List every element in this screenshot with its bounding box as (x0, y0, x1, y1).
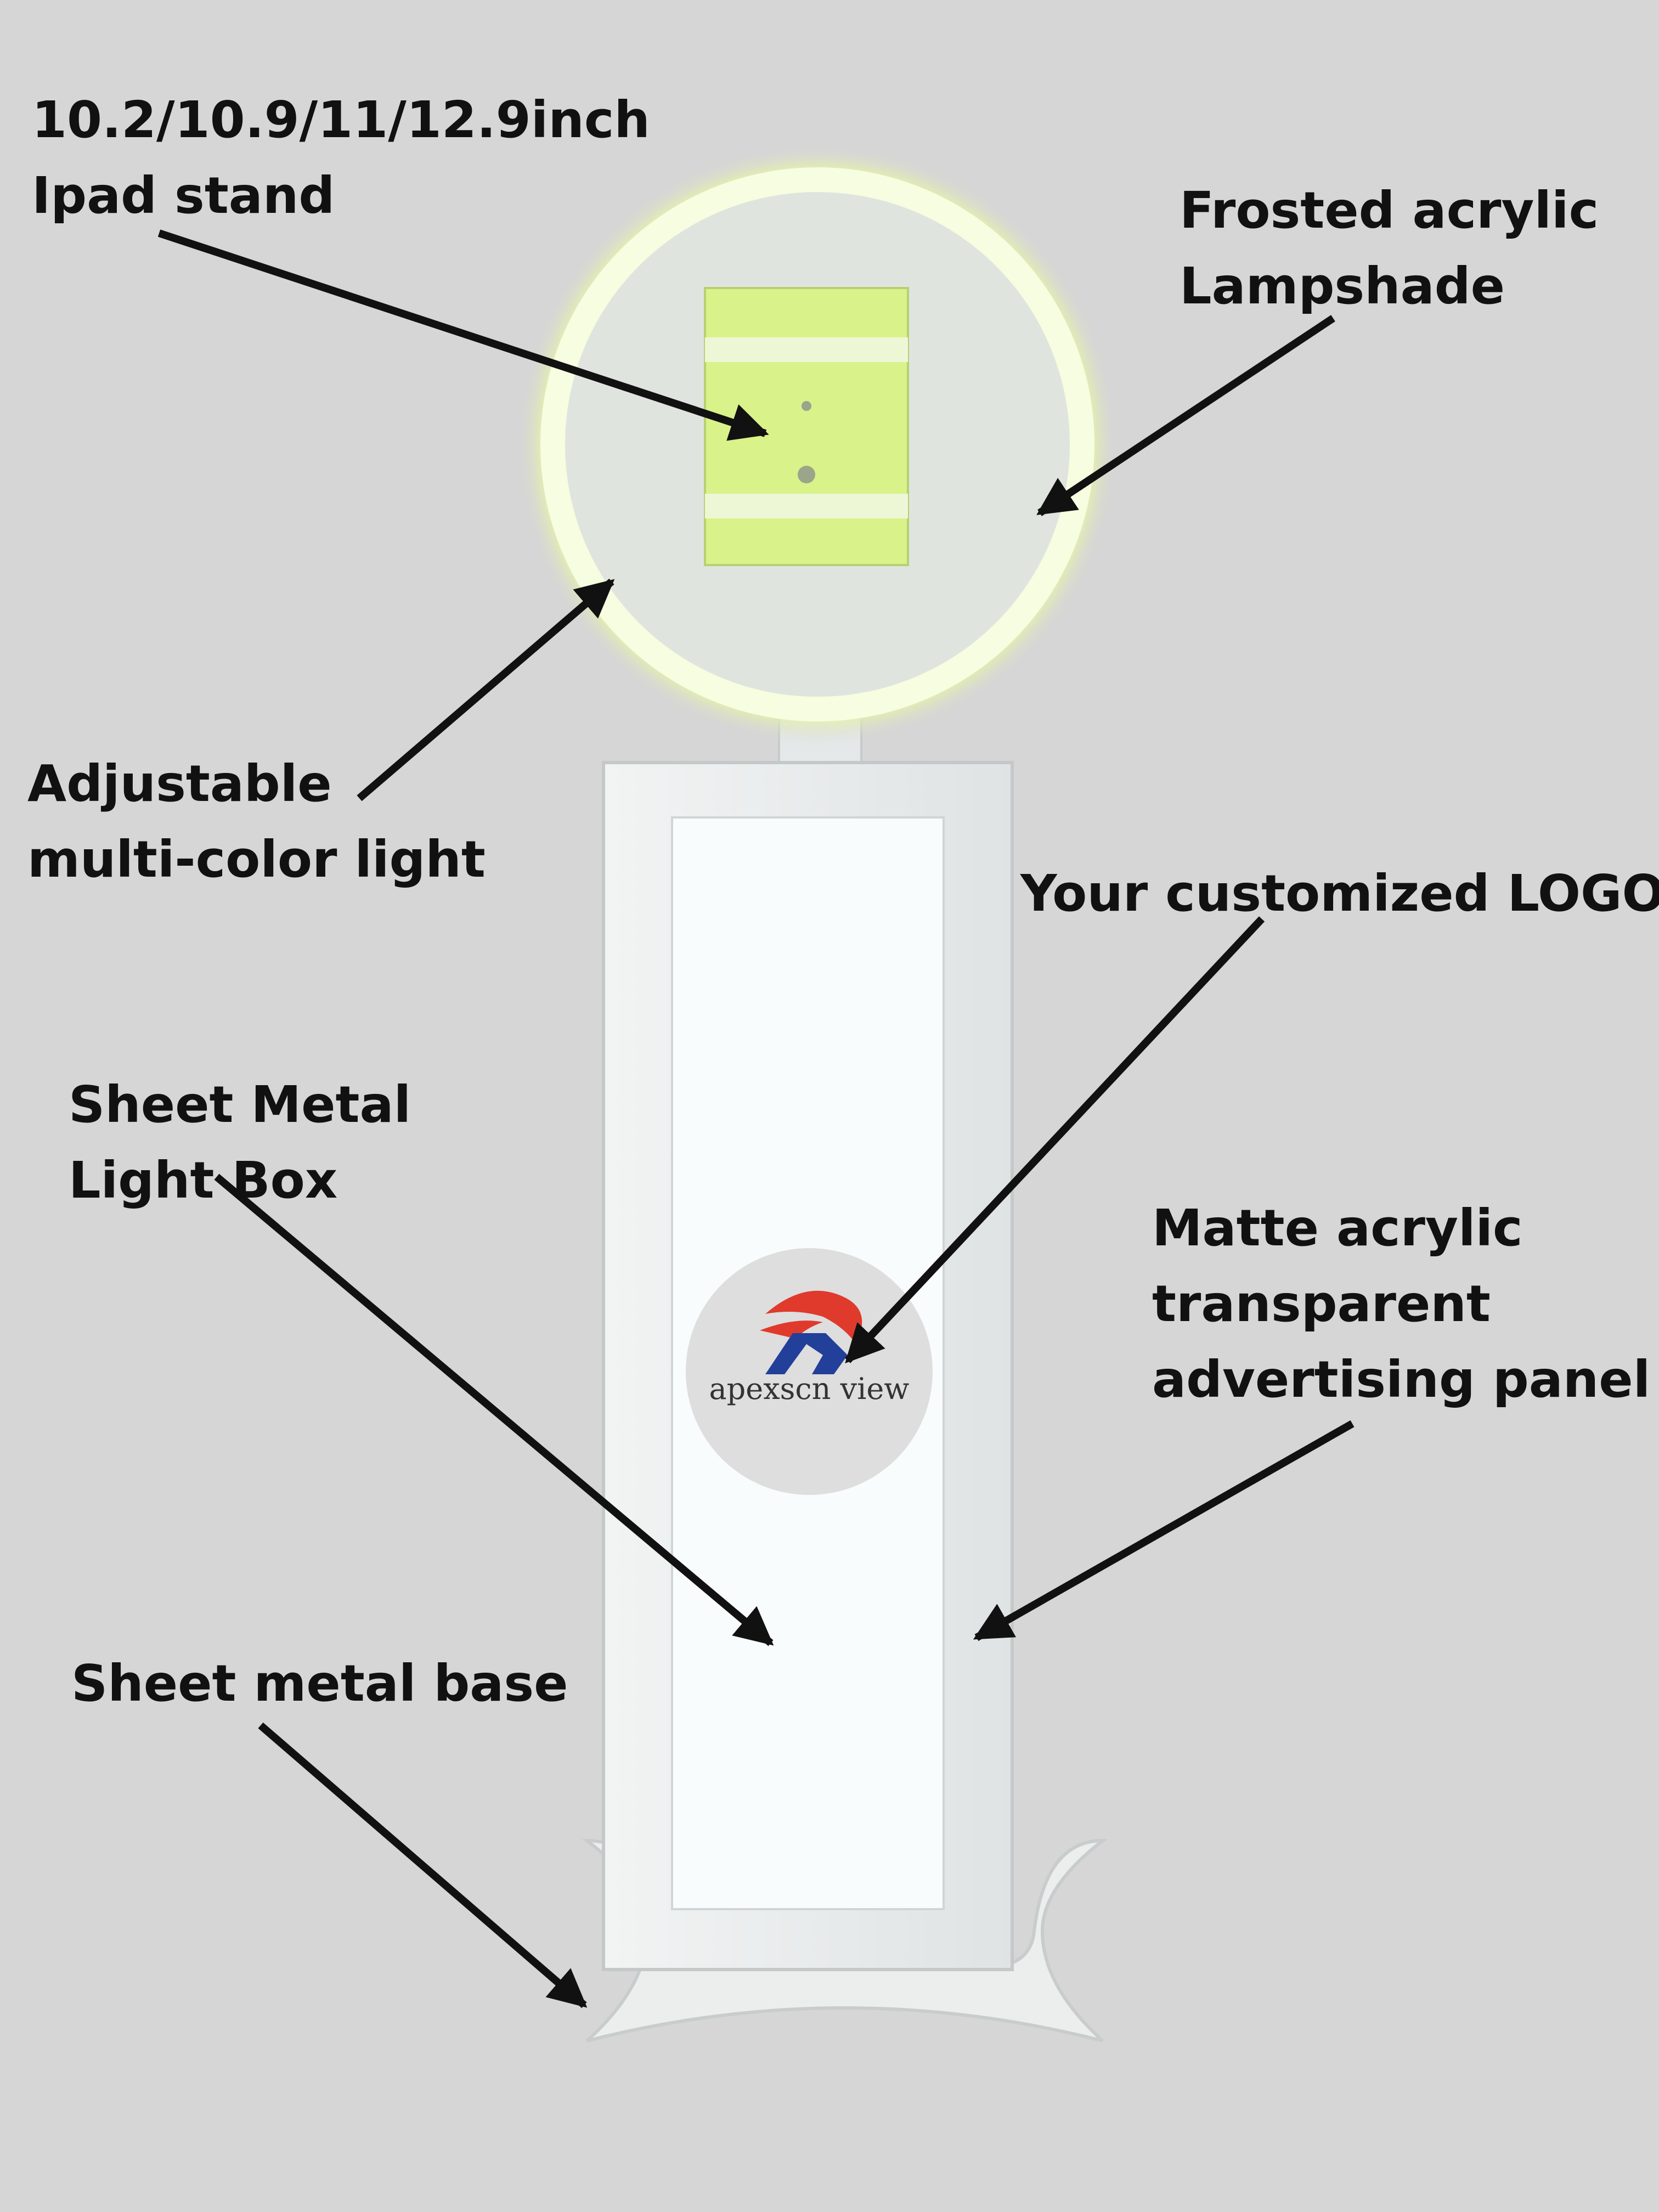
label-line: Frosted acrylic (1180, 181, 1599, 240)
label-line: advertising panel (1152, 1350, 1651, 1409)
logo-wordmark: apexscn view (709, 1372, 910, 1406)
logo-mark (760, 1290, 862, 1374)
label-line: Sheet Metal (69, 1075, 411, 1134)
label-line: Your customized LOGO (1020, 864, 1659, 923)
label-line: multi-color light (27, 830, 486, 889)
label-line: Sheet metal base (71, 1654, 568, 1713)
label-line: Lampshade (1180, 257, 1505, 315)
callout-arrows (157, 229, 1355, 2008)
label-multi-color-light: Adjustable multi-color light (27, 746, 486, 898)
label-line: transparent (1152, 1274, 1491, 1333)
label-light-box: Sheet Metal Light Box (69, 1067, 411, 1218)
label-line: Matte acrylic (1152, 1199, 1523, 1257)
label-line: Adjustable (27, 754, 332, 813)
label-line: Light Box (69, 1151, 338, 1210)
label-line: Ipad stand (32, 166, 335, 225)
label-ipad-stand: 10.2/10.9/11/12.9inch Ipad stand (32, 82, 650, 234)
label-advertising-panel: Matte acrylic transparent advertising pa… (1152, 1190, 1650, 1418)
label-lampshade: Frosted acrylic Lampshade (1180, 173, 1599, 324)
logo-badge (686, 1248, 933, 1495)
label-customized-logo: Your customized LOGO (1020, 856, 1659, 932)
label-line: 10.2/10.9/11/12.9inch (32, 91, 650, 149)
label-sheet-metal-base: Sheet metal base (71, 1646, 568, 1722)
